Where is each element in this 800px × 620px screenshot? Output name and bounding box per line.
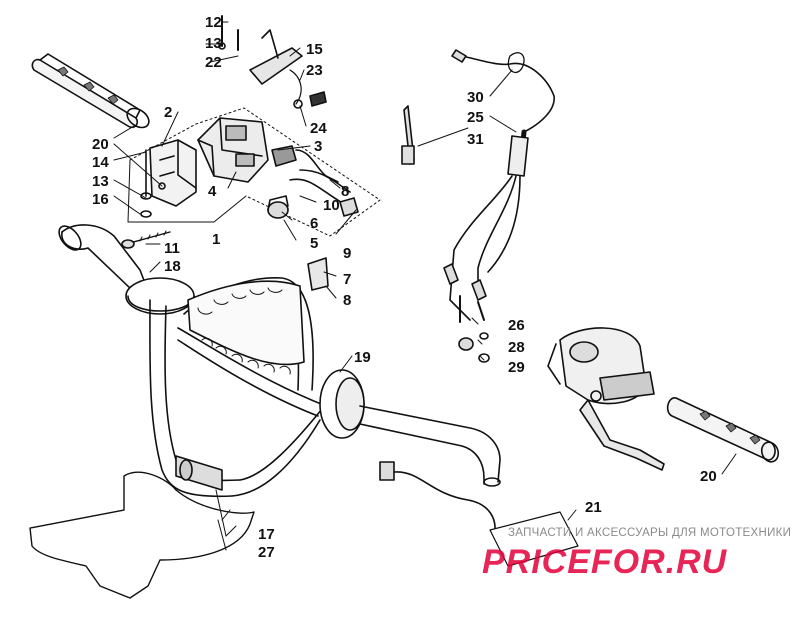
watermark-logo: PRICEFOR.RU [482, 543, 728, 581]
callout-13-top: 13 [205, 35, 222, 52]
callout-5: 5 [310, 235, 319, 252]
callout-4: 4 [208, 183, 217, 200]
callout-16: 16 [92, 191, 109, 208]
callout-13-left: 13 [92, 173, 109, 190]
callout-1: 1 [212, 231, 221, 248]
callout-28: 28 [508, 339, 525, 356]
callout-24: 24 [310, 120, 327, 137]
callout-30: 30 [467, 89, 484, 106]
callout-20-right: 20 [700, 468, 717, 485]
callout-19: 19 [354, 349, 371, 366]
throttle-lever [249, 29, 327, 109]
watermark-tagline: ЗАПЧАСТИ И АКСЕССУАРЫ ДЛЯ МОТОТЕХНИКИ [508, 527, 792, 539]
callout-9: 9 [343, 245, 352, 262]
callout-14: 14 [92, 154, 109, 171]
switch-button [271, 145, 297, 167]
left-grip [31, 53, 150, 129]
callout-2: 2 [164, 104, 173, 121]
callout-21: 21 [585, 499, 602, 516]
switch-housing-left [149, 139, 197, 207]
callout-22: 22 [205, 54, 222, 71]
callout-31: 31 [467, 131, 484, 148]
right-grip [666, 397, 780, 463]
callout-6: 6 [310, 215, 319, 232]
callout-11: 11 [164, 240, 180, 257]
callout-10: 10 [323, 197, 340, 214]
callout-7: 7 [343, 271, 352, 288]
switch-housing-right [197, 117, 269, 183]
callout-15: 15 [306, 41, 323, 58]
wiring-harness [379, 461, 579, 567]
handlebar [58, 224, 501, 498]
throttle-cable [443, 49, 555, 323]
callout-26: 26 [508, 317, 525, 334]
callout-17: 17 [258, 526, 275, 543]
leader-lines [113, 21, 737, 551]
callout-12: 12 [205, 14, 222, 31]
callout-27: 27 [258, 544, 275, 561]
callout-8-bottom: 8 [343, 292, 352, 309]
callout-20-left: 20 [92, 136, 109, 153]
callout-18: 18 [164, 258, 181, 275]
brake-master-cylinder [547, 327, 665, 471]
callout-29: 29 [508, 359, 525, 376]
screw [121, 230, 171, 249]
handlebar-cover [29, 471, 255, 599]
callout-25: 25 [467, 109, 484, 126]
callout-8-top: 8 [341, 183, 350, 200]
callout-3: 3 [314, 138, 323, 155]
mount-bracket [307, 257, 329, 291]
callout-23: 23 [306, 62, 323, 79]
socket-assembly [267, 149, 359, 219]
